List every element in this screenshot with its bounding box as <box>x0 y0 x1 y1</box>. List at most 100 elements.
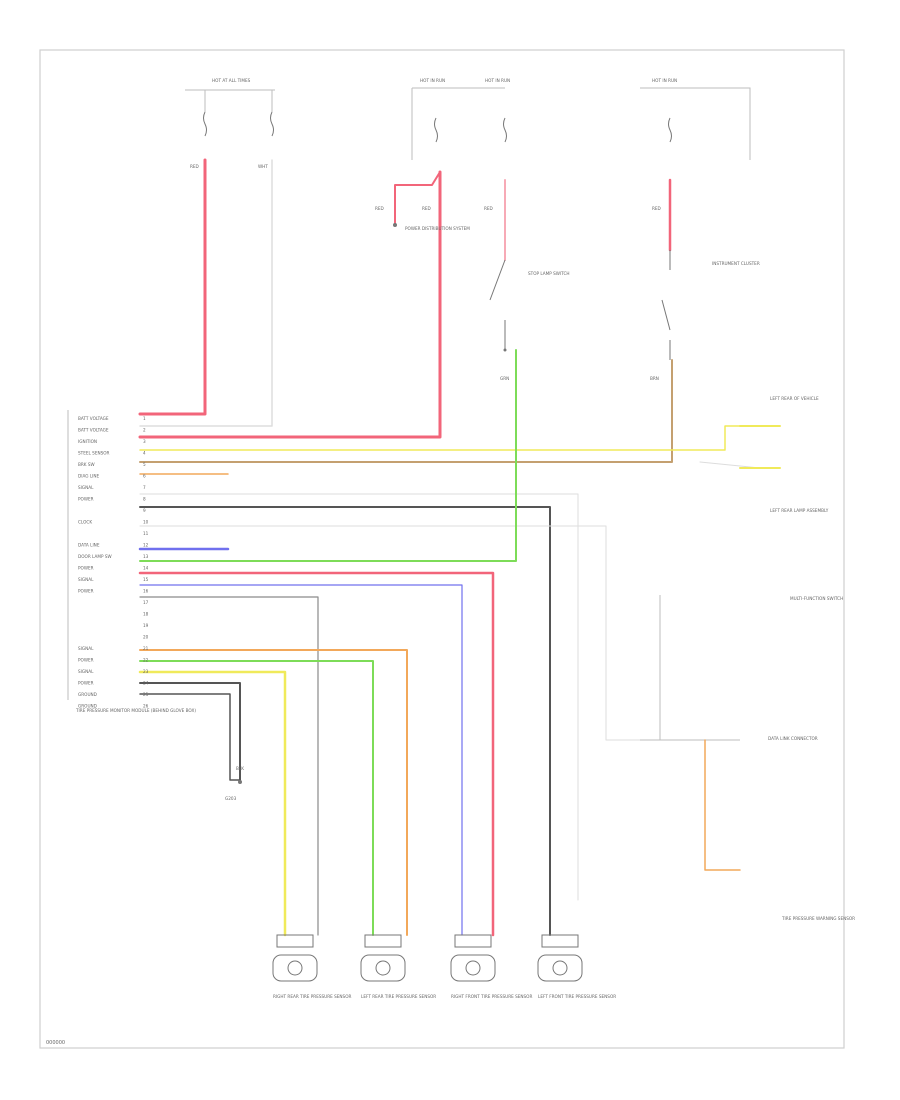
wire-power-lr <box>139 660 374 936</box>
left-rear-lamp-label: LEFT REAR LAMP ASSEMBLY <box>770 508 829 513</box>
module-pin-label: POWER <box>78 566 94 571</box>
module-pin-number: 21 <box>143 646 149 651</box>
module-pin-number: 25 <box>143 692 149 697</box>
module-pin-number: 10 <box>143 520 149 525</box>
wire-signal-rr <box>138 670 287 937</box>
tire-sensor-2: LEFT REAR TIRE PRESSURE SENSOR <box>360 934 436 999</box>
module-pin-label: SIGNAL <box>78 485 94 490</box>
module-pin-number: 16 <box>143 589 149 594</box>
module-pin-number: 15 <box>143 577 149 582</box>
module-pin-number: 6 <box>143 474 146 479</box>
wire-batt-1 <box>138 158 207 416</box>
ground-label: G203 <box>225 796 237 801</box>
tpms-sensor-label: TIRE PRESSURE WARNING SENSOR <box>781 916 855 921</box>
sensor-core-icon <box>375 960 391 976</box>
module-pin-label: DATA LINE <box>78 543 100 548</box>
module-pin-label: SIGNAL <box>78 669 94 674</box>
fuse-3-label: HOT IN RUN <box>485 78 510 83</box>
power-dist-label: POWER DISTRIBUTION SYSTEM <box>405 226 470 231</box>
wire-tag-grn-1: GRN <box>500 376 509 381</box>
sensor-connector <box>541 934 579 948</box>
tire-sensor-icon <box>537 954 583 982</box>
module-pin-label: POWER <box>78 658 94 663</box>
wire-power-1 <box>139 506 551 936</box>
module-pin-number: 1 <box>143 416 146 421</box>
sensor-core-icon <box>465 960 481 976</box>
module-pin-label: BRK SW <box>78 462 95 467</box>
module-pin-label: IGNITION <box>78 439 97 444</box>
tire-sensor-4: LEFT FRONT TIRE PRESSURE SENSOR <box>537 934 616 999</box>
module-pin-number: 9 <box>143 508 146 513</box>
wire-tag-brn: BRN <box>650 376 659 381</box>
module-pin-number: 5 <box>143 462 146 467</box>
fuse-4-icon <box>503 117 507 143</box>
wire-signal-lr <box>139 649 408 936</box>
wire-tag-red-1: RED <box>190 164 199 169</box>
fuse-3-icon <box>434 117 438 143</box>
module-pin-number: 26 <box>143 704 149 709</box>
instrument-switch-icon <box>661 250 671 360</box>
module-pin-number: 24 <box>143 681 149 686</box>
module-pin-number: 23 <box>143 669 149 674</box>
module-pin-number: 17 <box>143 600 149 605</box>
tire-sensor-label: LEFT FRONT TIRE PRESSURE SENSOR <box>538 994 616 999</box>
tire-sensor-label: RIGHT REAR TIRE PRESSURE SENSOR <box>273 994 352 999</box>
sensor-connector <box>364 934 402 948</box>
wire-instrument-tan <box>139 359 673 463</box>
module-pin-label: BATT VOLTAGE <box>78 428 109 433</box>
wire-power-dist <box>394 171 441 226</box>
wire-signal-rf <box>139 584 463 936</box>
wire-tag-red-2: RED <box>375 206 384 211</box>
module-pin-label: GROUND <box>78 704 97 709</box>
module-pin-label: POWER <box>78 681 94 686</box>
module-pin-number: 18 <box>143 612 149 617</box>
module-pin-number: 2 <box>143 428 146 433</box>
wire-ground-2 <box>139 693 241 781</box>
wire-batt-2 <box>139 159 273 427</box>
tire-sensor-3: RIGHT FRONT TIRE PRESSURE SENSOR <box>450 934 532 999</box>
module-pin-label: DIAG LINE <box>78 474 100 479</box>
module-pin-label: BATT VOLTAGE <box>78 416 109 421</box>
module-pin-number: 11 <box>143 531 149 536</box>
wire-clock <box>139 525 641 741</box>
data-link-label: DATA LINK CONNECTOR <box>768 736 818 741</box>
sensor-core-icon <box>287 960 303 976</box>
module-pin-number: 14 <box>143 566 149 571</box>
module-pin-number: 3 <box>143 439 146 444</box>
module-pin-label: SIGNAL <box>78 577 94 582</box>
module-label: TIRE PRESSURE MONITOR MODULE (BEHIND GLO… <box>75 708 196 713</box>
sensor-connector <box>276 934 314 948</box>
fuse-2-icon <box>270 111 274 137</box>
top-bus-far <box>640 87 751 160</box>
module-pin-number: 13 <box>143 554 149 559</box>
wire-ignition <box>138 170 442 439</box>
tire-sensor-label: RIGHT FRONT TIRE PRESSURE SENSOR <box>451 994 532 999</box>
wire-door-lamp <box>139 349 517 562</box>
wire-power-2 <box>139 596 319 936</box>
wire-signal-1 <box>139 493 579 901</box>
module-pin-number: 7 <box>143 485 146 490</box>
sensor-connector <box>454 934 492 948</box>
fuse-2-label: HOT IN RUN <box>420 78 445 83</box>
tire-sensor-label: LEFT REAR TIRE PRESSURE SENSOR <box>361 994 436 999</box>
fuse-1-icon <box>203 111 207 137</box>
stop-lamp-switch-icon <box>489 259 506 350</box>
module-pin-number: 12 <box>143 543 149 548</box>
multi-function-label: MULTI-FUNCTION SWITCH <box>790 596 843 601</box>
module-pin-number: 4 <box>143 451 146 456</box>
instrument-label: INSTRUMENT CLUSTER <box>712 261 760 266</box>
diagram-frame <box>39 49 845 1049</box>
wire-power-rf <box>138 571 495 937</box>
ground-node <box>238 780 242 784</box>
wire-tag-red-4: RED <box>652 206 661 211</box>
module-pin-label: GROUND <box>78 692 97 697</box>
data-link-orange <box>704 739 741 871</box>
module-pin-label: STEEL SENSOR <box>78 451 110 456</box>
module-pin-label: POWER <box>78 497 94 502</box>
module-pin-number: 8 <box>143 497 146 502</box>
tire-sensor-icon <box>272 954 318 982</box>
wire-tag-blk: BLK <box>236 766 244 771</box>
fuse-1-label: HOT AT ALL TIMES <box>212 78 251 83</box>
